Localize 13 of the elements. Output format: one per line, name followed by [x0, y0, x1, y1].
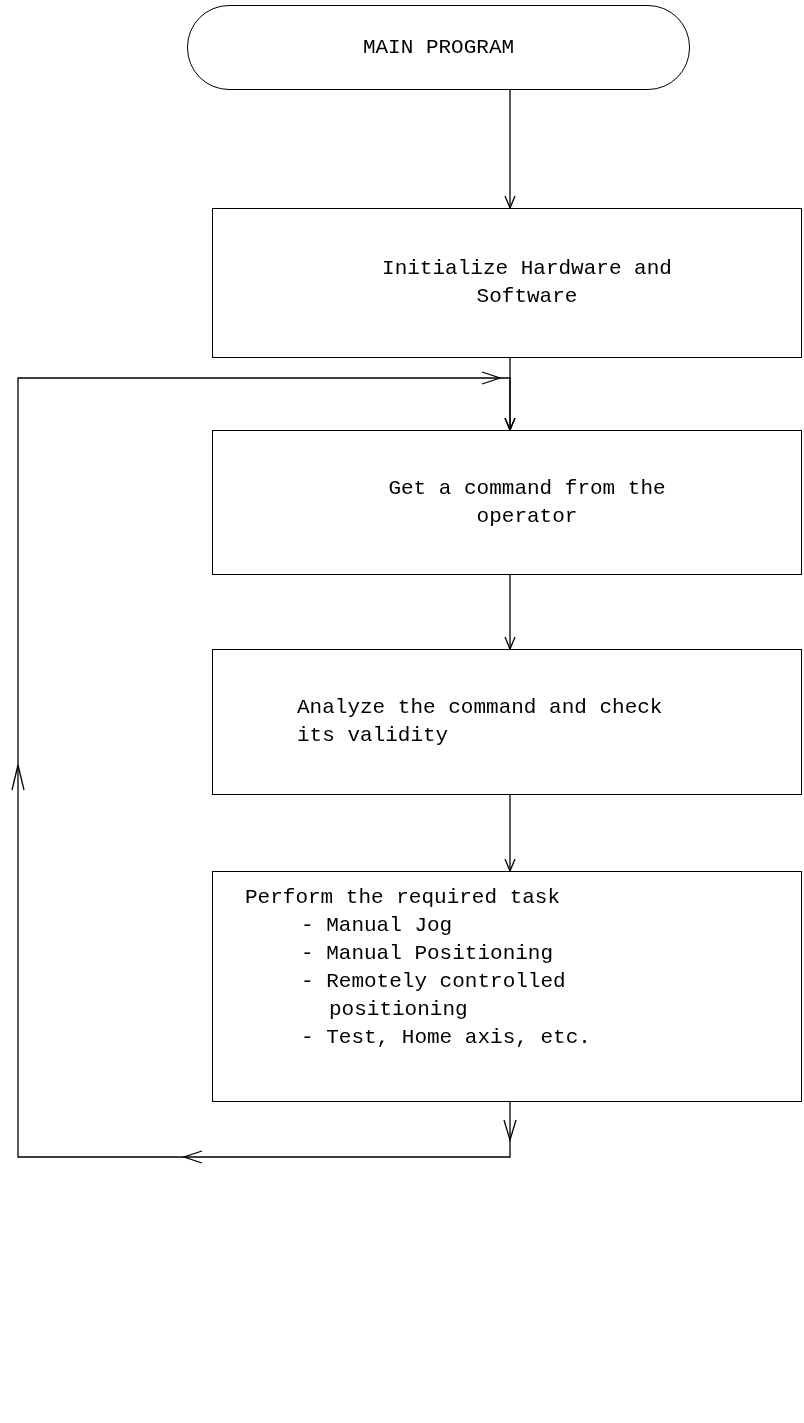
process-box — [212, 649, 802, 795]
box-label: Analyze the command and check its validity — [297, 695, 664, 749]
list-item: - Manual Positioning — [300, 941, 555, 967]
box-heading: Perform the required task — [245, 885, 562, 911]
list-item: - Test, Home axis, etc. — [300, 1025, 592, 1051]
terminal-label: MAIN PROGRAM — [362, 34, 515, 61]
process-box — [212, 871, 802, 1102]
list-item: - Manual Jog — [300, 913, 454, 939]
list-item: - Remotely controlled positioning — [300, 969, 567, 1023]
process-box — [212, 208, 802, 358]
box-label: Get a command from the operator — [387, 475, 667, 530]
process-box — [212, 430, 802, 575]
box-label: Initialize Hardware and Software — [381, 256, 673, 310]
